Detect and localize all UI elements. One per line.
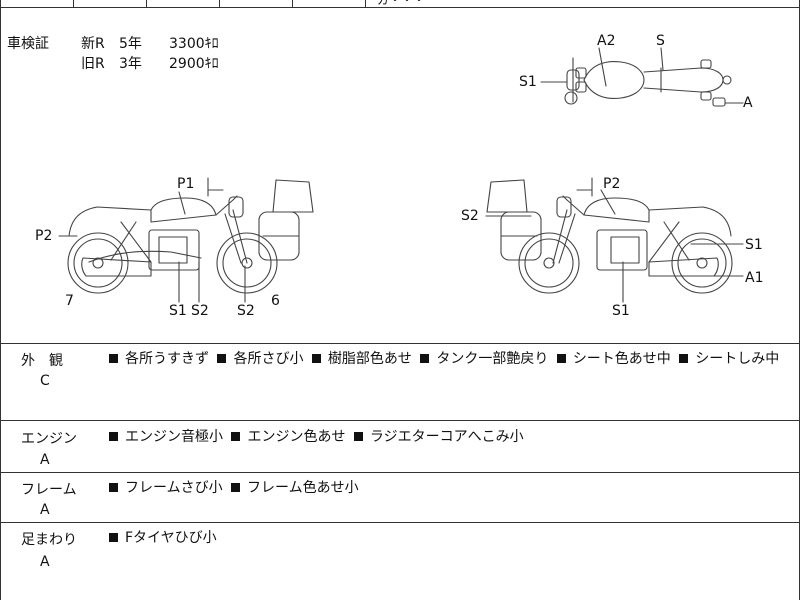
section-grade-frame: A [40, 502, 50, 518]
section-title-suspension: 足まわり [21, 532, 77, 548]
inspection-years-old: 3年 [119, 56, 142, 72]
item: シートしみ中 [675, 351, 779, 367]
divider-diagram [1, 343, 800, 344]
item: 各所うすきず [105, 351, 209, 367]
label-p1: P1 [177, 176, 195, 192]
label-p2-right: P2 [603, 176, 621, 192]
label-s: S [656, 33, 665, 49]
top-row-border [1, 7, 800, 8]
label-a2: A2 [597, 33, 616, 49]
bullet-square-icon [231, 432, 241, 441]
bullet-square-icon [109, 483, 118, 492]
bullet-square-icon [420, 354, 430, 363]
section-title-exterior: 外 観 [21, 353, 63, 369]
label-s2-left-a: S2 [191, 303, 209, 319]
section-items-frame: フレームさび小 フレーム色あせ小 [105, 478, 785, 498]
divider-frame [1, 522, 800, 523]
label-s1-right-b: S1 [612, 303, 630, 319]
top-view-drawing [540, 47, 744, 107]
section-items-exterior: 各所うすきず 各所さび小 樹脂部色あせ タンク一部艶戻り シート色あせ中 シート… [105, 349, 785, 369]
inspection-type-old: 旧R [81, 56, 105, 72]
inspection-years-new: 5年 [119, 36, 142, 52]
section-items-suspension: Fタイヤひび小 [105, 528, 785, 548]
top-cell-divider [292, 0, 293, 7]
label-a: A [743, 95, 753, 111]
top-cell-divider [219, 0, 220, 7]
bullet-square-icon [109, 354, 118, 363]
section-grade-exterior: C [40, 373, 50, 389]
section-items-engine: エンジン音極小 エンジン色あせ ラジエターコアへこみ小 [105, 427, 785, 447]
item: フレームさび小 [105, 480, 223, 496]
divider-exterior [1, 420, 800, 421]
top-row-fragment: ガ・・・ [377, 0, 426, 7]
item: ラジエターコアへこみ小 [350, 429, 524, 445]
item: Fタイヤひび小 [105, 530, 217, 546]
bullet-square-icon [353, 432, 363, 441]
section-grade-suspension: A [40, 554, 50, 570]
label-s1-right-a: S1 [745, 237, 763, 253]
item: 樹脂部色あせ [308, 351, 412, 367]
label-6: 6 [271, 293, 280, 309]
divider-engine [1, 472, 800, 473]
label-s2-right: S2 [461, 208, 479, 224]
item: 各所さび小 [213, 351, 303, 367]
label-a1: A1 [745, 270, 764, 286]
label-s1-left: S1 [169, 303, 187, 319]
inspection-type-new: 新R [81, 36, 105, 52]
item: フレーム色あせ小 [227, 480, 359, 496]
item: シート色あせ中 [553, 351, 671, 367]
label-7: 7 [65, 293, 74, 309]
item: エンジン音極小 [105, 429, 223, 445]
inspection-distance-old: 2900ｷﾛ [169, 56, 219, 72]
left-view-drawing [58, 177, 314, 303]
top-cell-divider [73, 0, 74, 7]
item: タンク一部艶戻り [416, 351, 548, 367]
bullet-square-icon [109, 533, 118, 542]
label-s1-top: S1 [519, 74, 537, 90]
inspection-title: 車検証 [7, 36, 49, 52]
label-p2-left: P2 [35, 228, 53, 244]
top-cell-divider [146, 0, 147, 7]
bullet-square-icon [217, 354, 227, 363]
bullet-square-icon [679, 354, 689, 363]
label-s2-left-b: S2 [237, 303, 255, 319]
section-grade-engine: A [40, 452, 50, 468]
motorcycle-diagram [58, 47, 744, 303]
bullet-square-icon [311, 354, 321, 363]
bullet-square-icon [231, 483, 241, 492]
inspection-distance-new: 3300ｷﾛ [169, 36, 219, 52]
bullet-square-icon [556, 354, 566, 363]
section-title-frame: フレーム [21, 482, 77, 498]
item: エンジン色あせ [227, 429, 345, 445]
right-view-drawing [485, 177, 744, 303]
top-cell-divider [365, 0, 366, 7]
bullet-square-icon [109, 432, 118, 441]
section-title-engine: エンジン [21, 431, 77, 447]
